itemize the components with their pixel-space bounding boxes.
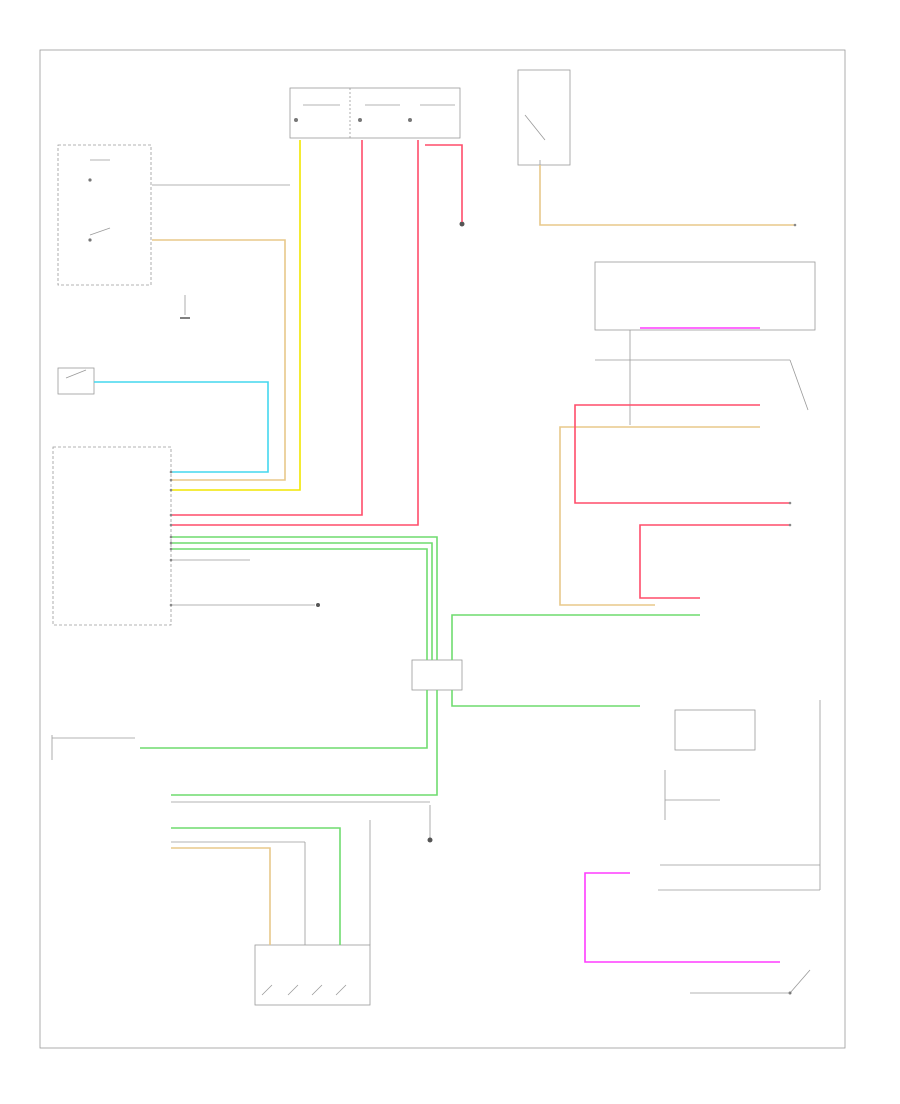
cyan-wire (94, 381, 269, 473)
yellow-wire (171, 140, 301, 491)
junction-block (411, 659, 463, 691)
bottom-right-switch (788, 969, 811, 995)
green-wires (140, 536, 700, 945)
instrument-cluster-connector (52, 446, 172, 626)
top-right-switch (517, 69, 571, 225)
multifunction-switch (57, 144, 152, 286)
right-side-modules (594, 261, 820, 866)
tan-wires (152, 165, 795, 945)
ground-symbols (180, 150, 465, 843)
connector-pins (169, 223, 797, 607)
diagram-frame (39, 49, 846, 1049)
park-brake-switch (57, 367, 95, 395)
fuse-block (289, 87, 461, 139)
red-wires (171, 140, 790, 599)
bottom-switch-set (254, 944, 371, 1006)
magenta-wires (584, 327, 780, 963)
gray-wires (51, 184, 821, 994)
